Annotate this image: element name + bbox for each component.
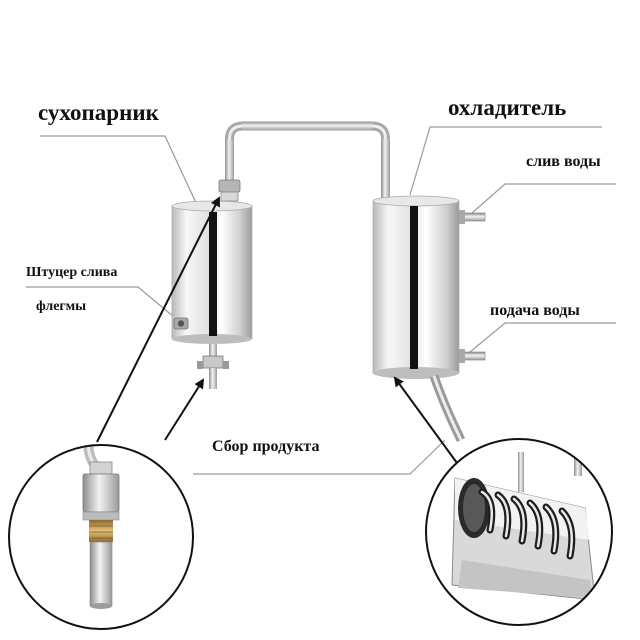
water-out-nozzle [458, 210, 486, 224]
dry-steamer-vessel [171, 200, 253, 344]
leader-water-out [471, 183, 616, 214]
connecting-pipe [225, 121, 390, 201]
dry-steamer-stripe [209, 212, 217, 336]
cooler-stripe [410, 206, 418, 369]
phlegm-drain-fitting [173, 317, 189, 330]
zoom-circle-right-border [425, 438, 613, 626]
arrow-to-cooler-bottom [393, 376, 458, 464]
label-drain-fitting-line1: Штуцер слива [26, 265, 117, 280]
label-dry-steamer: сухопарник [38, 100, 160, 125]
leader-drain-fitting [26, 286, 181, 323]
fitting-closeup-icon [82, 445, 120, 609]
product-outlet [197, 344, 229, 389]
cooler-drain-tube [429, 374, 466, 442]
coil-closeup-icon [451, 440, 596, 601]
label-water-out: слив воды [526, 153, 601, 170]
leader-dry-steamer [40, 135, 198, 206]
arrow-to-top-fitting [96, 196, 220, 443]
label-cooler: охладитель [448, 95, 566, 120]
labels: сухопарник охладитель слив воды подача в… [26, 95, 601, 455]
label-water-in: подача воды [490, 302, 580, 319]
label-product-collect: Сбор продукта [212, 438, 319, 455]
zoom-circle-left-border [8, 444, 194, 630]
top-fitting [218, 179, 241, 202]
arrow-to-product-outlet [164, 378, 205, 441]
leader-lines [26, 126, 616, 475]
label-drain-fitting-line2: флегмы [36, 299, 86, 314]
leader-right-zoom [193, 439, 446, 475]
leader-water-in [469, 322, 616, 353]
cooler-vessel [372, 195, 486, 379]
leader-cooler [409, 126, 602, 196]
zoom-circle-left [8, 444, 194, 630]
zoom-circle-right [425, 438, 613, 626]
water-in-nozzle [458, 349, 486, 363]
pointer-arrows [96, 196, 458, 464]
